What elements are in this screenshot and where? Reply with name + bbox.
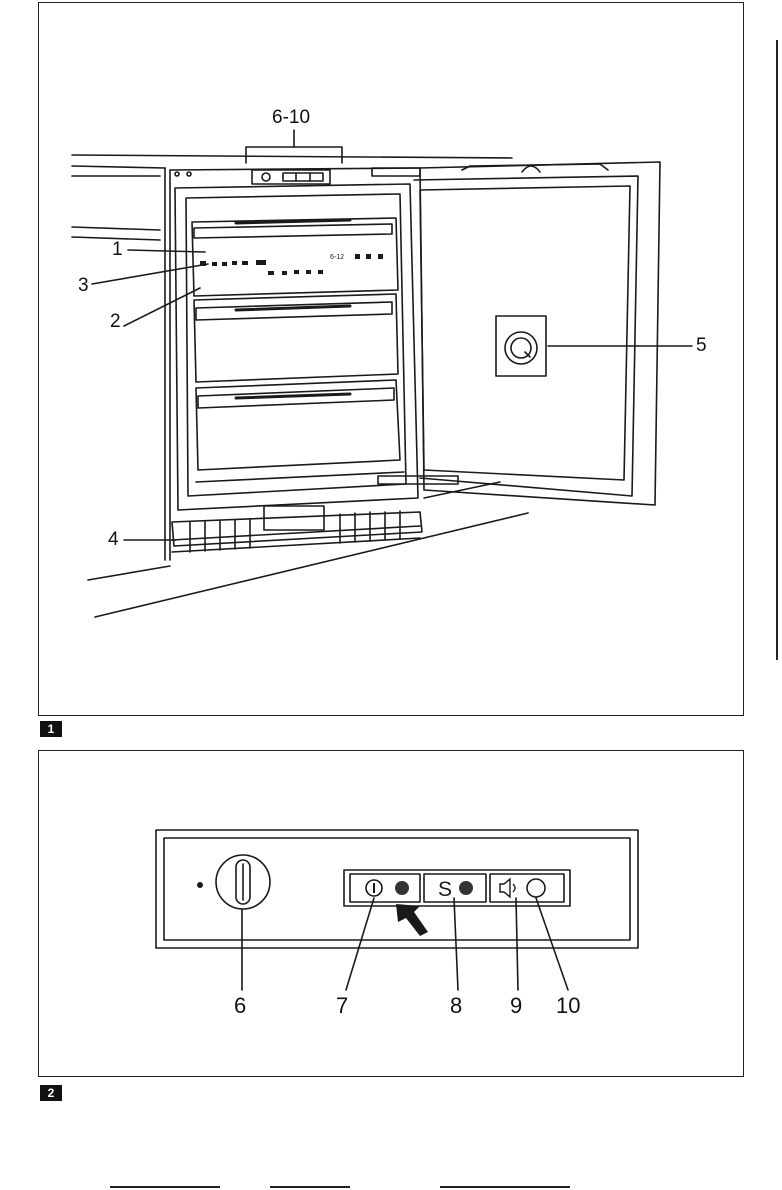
callout-9: 9 bbox=[510, 996, 522, 1016]
scan-edge-bottom-1 bbox=[110, 1186, 220, 1188]
figure-1-tag: 1 bbox=[40, 721, 62, 737]
callout-7: 7 bbox=[336, 996, 348, 1016]
callout-6-dial: 6 bbox=[234, 996, 246, 1016]
scan-edge-right bbox=[776, 40, 778, 660]
callout-1: 1 bbox=[112, 240, 123, 260]
ventilation-grille bbox=[172, 506, 422, 552]
scan-edge-bottom-3 bbox=[440, 1186, 570, 1188]
callout-8: 8 bbox=[450, 996, 462, 1016]
figure-2-panel bbox=[38, 750, 744, 1077]
callout-6-10: 6-10 bbox=[272, 108, 310, 128]
callout-3: 3 bbox=[78, 276, 89, 296]
countertop-lines bbox=[72, 155, 528, 617]
drawers bbox=[192, 218, 404, 482]
drawer-control-symbols bbox=[200, 254, 383, 275]
scan-edge-bottom-2 bbox=[270, 1186, 350, 1188]
figure-2-tag: 2 bbox=[40, 1085, 62, 1101]
open-door bbox=[372, 162, 660, 505]
drawer-temp-range-label: 6-12 bbox=[330, 254, 344, 261]
callout-10: 10 bbox=[556, 996, 580, 1016]
callout-4: 4 bbox=[108, 530, 119, 550]
callout-2: 2 bbox=[110, 312, 121, 332]
callout-5: 5 bbox=[696, 336, 707, 356]
